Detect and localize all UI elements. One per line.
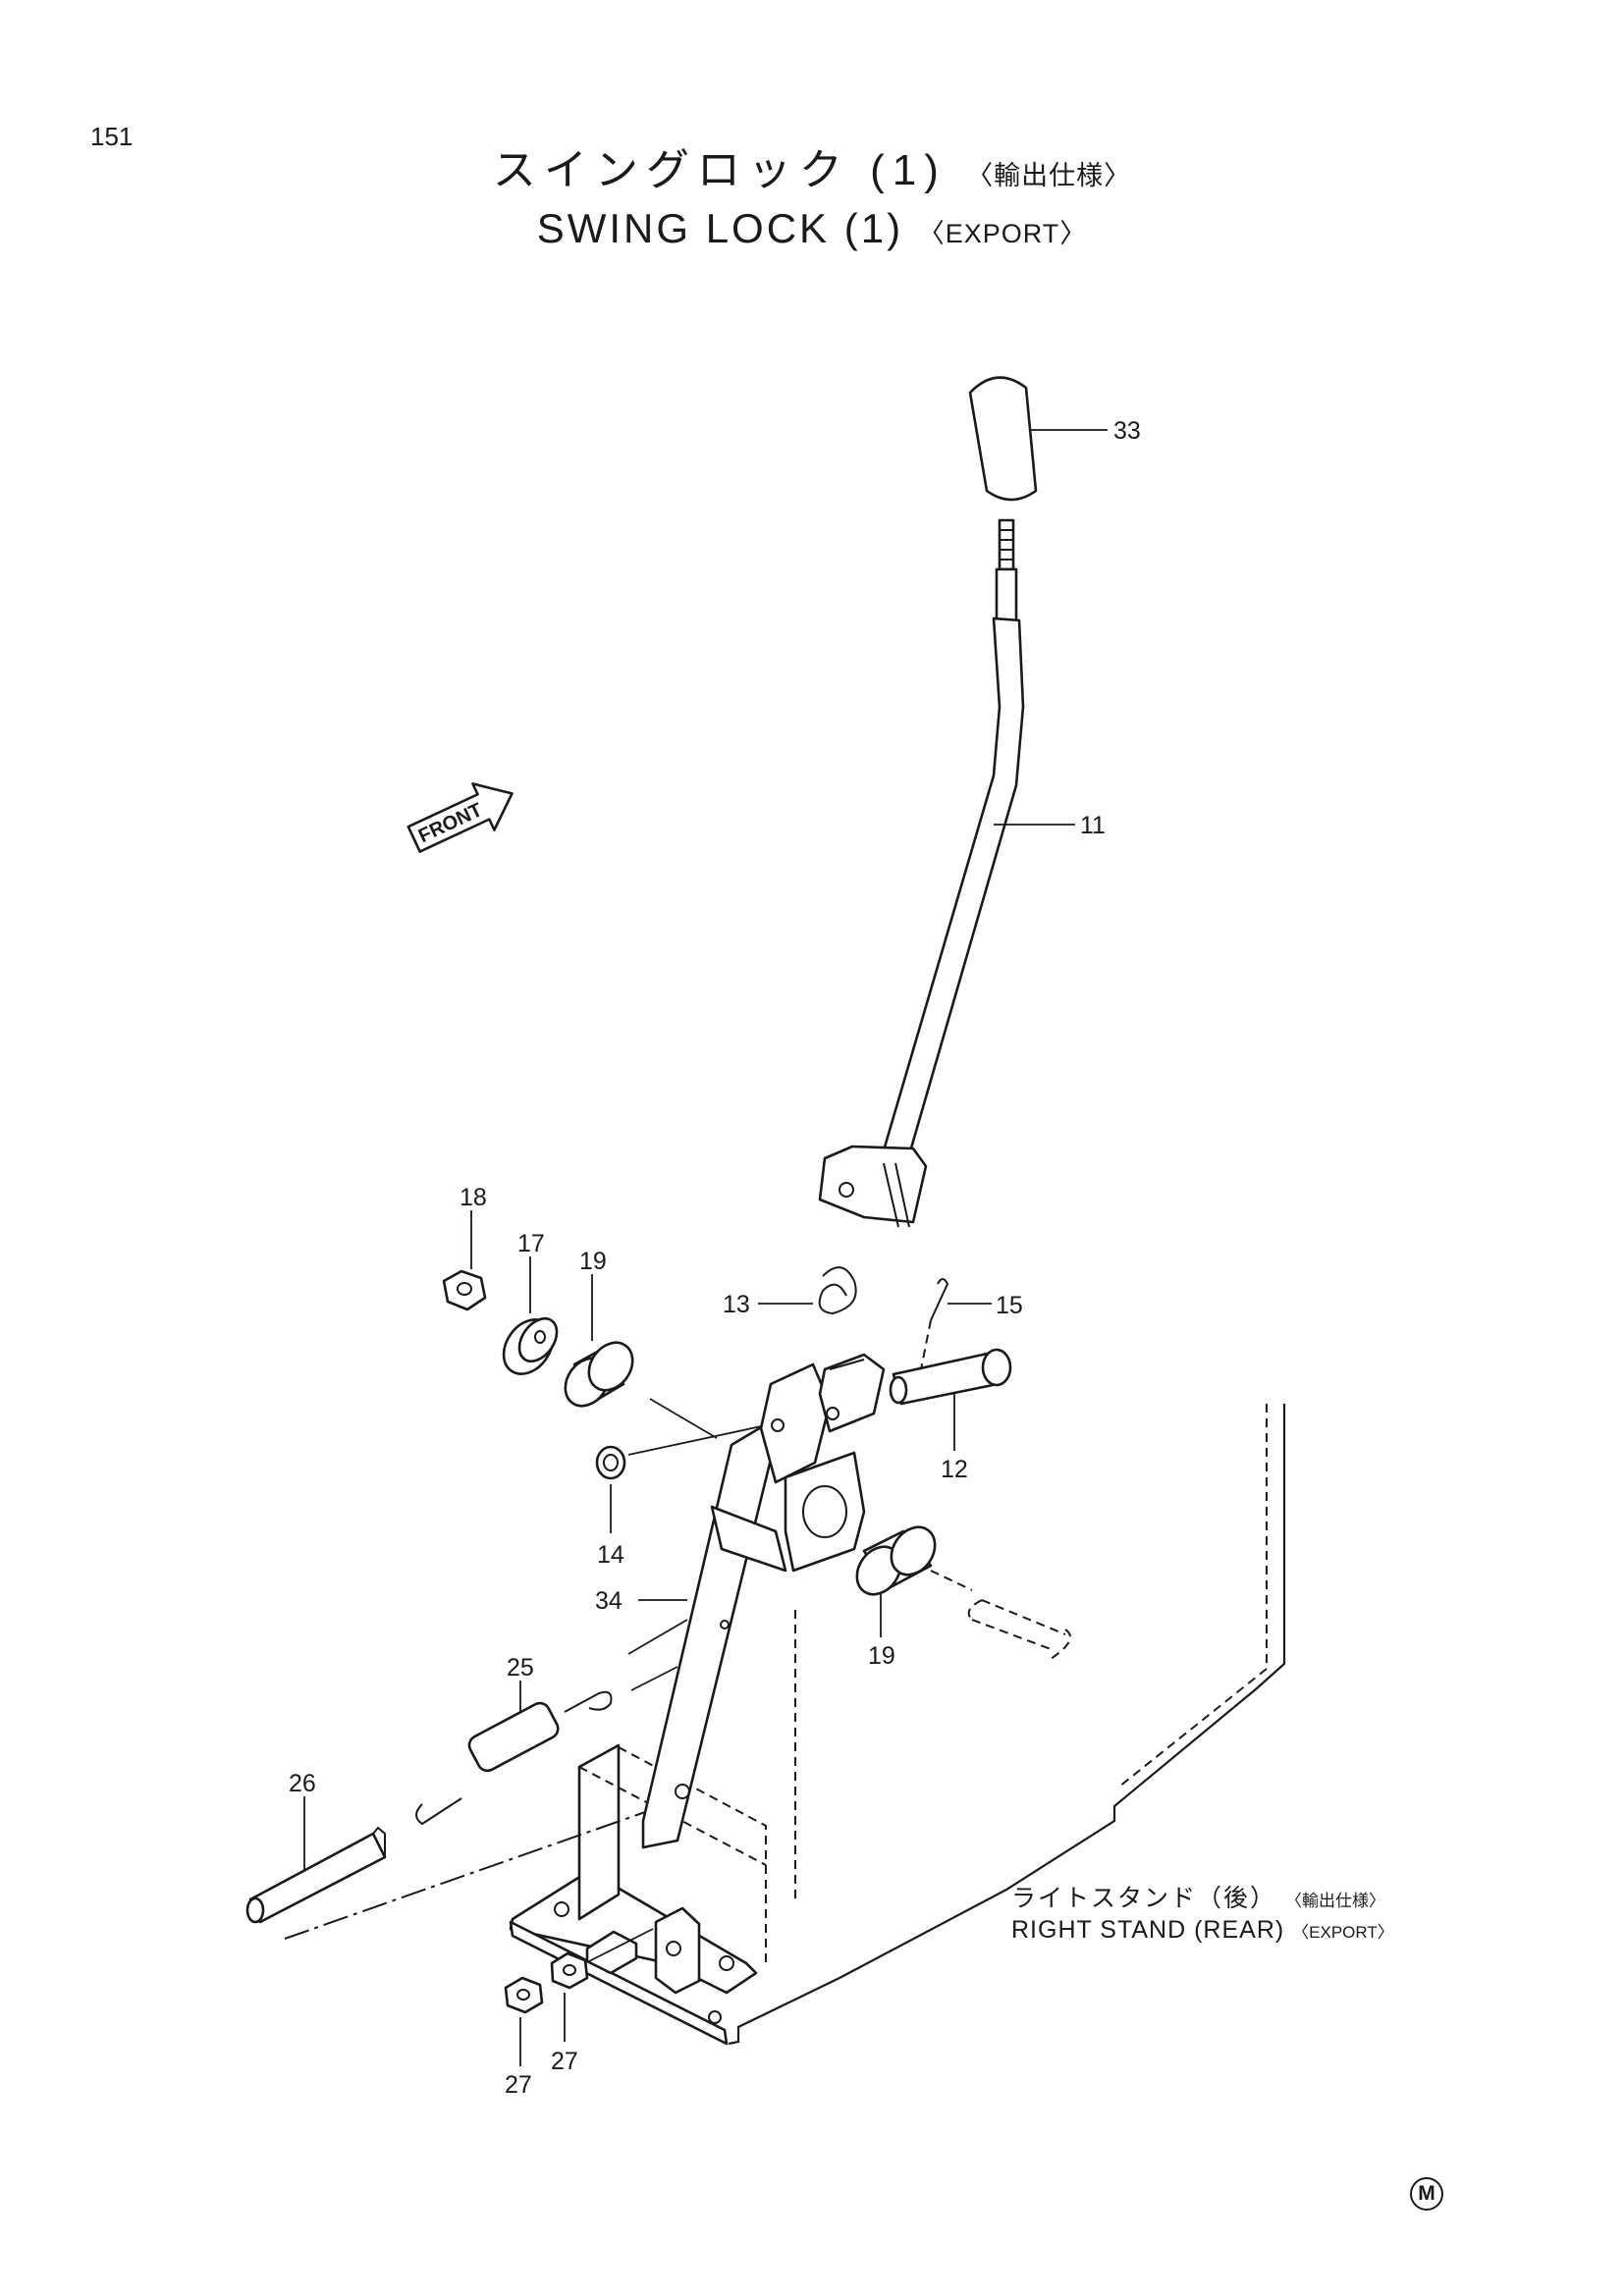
callout-15: 15: [996, 1292, 1023, 1319]
stand-note-japanese: ライトスタンド（後） 〈輸出仕様〉: [1011, 1887, 1385, 1911]
title-japanese: スイングロック (1) 〈輸出仕様〉: [0, 149, 1624, 192]
callout-34: 34: [595, 1587, 623, 1615]
knob-33: [968, 376, 1108, 502]
callout-numbers: 33 11 18 17 19 13 15 12 14 34 19 25 26 2…: [289, 417, 1141, 2099]
bushing-19-lower: [855, 1525, 1071, 1660]
page-number: 151: [90, 122, 134, 151]
nut-18: [442, 1210, 487, 1311]
title-japanese-main: スイングロック (1): [492, 146, 947, 194]
callout-19-upper: 19: [579, 1248, 607, 1275]
stand-note-english: RIGHT STAND (REAR) 〈EXPORT〉: [1011, 1918, 1394, 1943]
lock-lever-34: [627, 1353, 886, 1849]
callout-27-right: 27: [551, 2048, 578, 2075]
pin-12: [889, 1348, 1012, 1451]
spring-13: [758, 1266, 857, 1315]
bushing-19-upper: [564, 1274, 718, 1439]
right-stand-frame: [728, 1404, 1286, 2046]
callout-27-left: 27: [505, 2071, 532, 2099]
callout-18: 18: [460, 1184, 487, 1211]
callout-12: 12: [941, 1456, 968, 1483]
title-english-main: SWING LOCK (1): [536, 205, 904, 251]
stand-note-english-sub: 〈EXPORT〉: [1292, 1923, 1394, 1942]
stand-note-japanese-main: ライトスタンド（後）: [1011, 1885, 1277, 1912]
callout-14: 14: [597, 1541, 624, 1569]
title-english-sub: 〈EXPORT〉: [917, 219, 1088, 248]
lever-clevis: [818, 1145, 928, 1228]
callout-26: 26: [289, 1770, 316, 1797]
cotter-pin-15: [917, 1278, 992, 1385]
nut-27-right: [550, 1928, 654, 2042]
circled-m-mark: M: [1410, 2177, 1443, 2211]
callout-19-lower: 19: [868, 1642, 895, 1670]
lever-11: [882, 518, 1075, 1160]
stand-note-english-main: RIGHT STAND (REAR): [1011, 1916, 1285, 1944]
lock-bracket: [585, 1906, 701, 1995]
callout-17: 17: [517, 1230, 545, 1257]
title-japanese-sub: 〈輸出仕様〉: [966, 161, 1132, 190]
callout-11: 11: [1080, 812, 1106, 839]
callout-33: 33: [1113, 417, 1141, 445]
washer-17: [502, 1256, 559, 1375]
stand-note-japanese-sub: 〈輸出仕様〉: [1284, 1892, 1385, 1910]
callout-25: 25: [507, 1654, 534, 1682]
rod-26: [245, 1796, 387, 1924]
washer-14: [595, 1424, 767, 1533]
title-english: SWING LOCK (1) 〈EXPORT〉: [0, 208, 1624, 249]
callout-13: 13: [723, 1291, 750, 1318]
spring-25: [415, 1666, 678, 1826]
nut-27-left: [504, 1976, 544, 2066]
front-direction-arrow: FRONT: [406, 782, 514, 853]
